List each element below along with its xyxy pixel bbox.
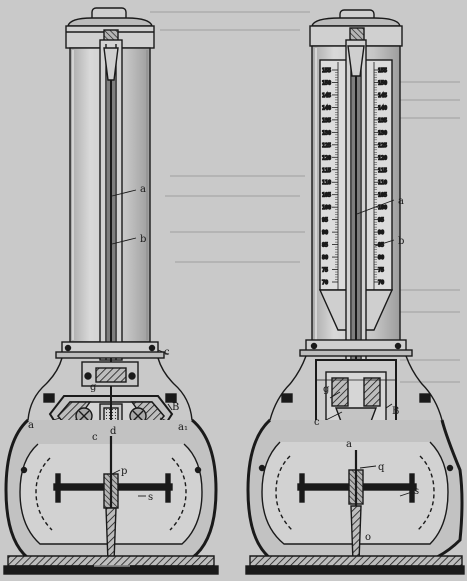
right-labels: a b c B g a q s o: [314, 196, 419, 543]
scale-tick-label-right: 140: [378, 105, 387, 111]
scale-tick-label-left: 70: [322, 280, 328, 286]
scale-ticks: 155 155 150 150 145 145 140 140 135 135 130 130 125 1…: [321, 67, 387, 286]
scale-tick-label-left: 105: [322, 193, 331, 199]
scale-tick-label-right: 85: [378, 243, 384, 249]
scale-tick-label-left: 80: [322, 255, 328, 261]
scale-tick-label-left: 120: [322, 155, 331, 161]
scale-tick-label-right: 95: [378, 218, 384, 224]
left-instrument: [3, 7, 219, 575]
scale-tick-label-left: 150: [322, 80, 331, 86]
scale-tick-label-right: 80: [378, 255, 384, 261]
left-label-d: d: [110, 426, 117, 437]
scale-tick-label-right: 100: [378, 205, 387, 211]
scale-tick-label-right: 130: [378, 130, 387, 136]
left-label-g: g: [90, 382, 97, 393]
left-label-p: p: [121, 466, 127, 477]
scale-tick-label-right: 155: [378, 68, 387, 74]
scale-tick-label-left: 85: [322, 243, 328, 249]
scale-tick-label-left: 100: [322, 205, 331, 211]
left-label-s: s: [148, 492, 153, 503]
paper-texture: [150, 11, 460, 383]
right-label-a: a: [398, 196, 404, 207]
scale-tick-label-right: 75: [378, 268, 384, 274]
scale-tick-label-left: 125: [322, 143, 331, 149]
scale-tick-label-left: 155: [322, 68, 331, 74]
left-label-B: B: [172, 402, 179, 413]
scale-tick-label-right: 120: [378, 155, 387, 161]
right-label-a-lower: a: [346, 439, 352, 450]
left-label-a-lower: a: [28, 420, 34, 431]
scale-tick-label-right: 110: [378, 180, 387, 186]
right-label-b: b: [398, 236, 404, 247]
left-labels: a b c g a B d c a₁ p s: [28, 184, 188, 503]
scale-tick-label-right: 90: [378, 230, 384, 236]
left-label-c-top: c: [164, 347, 170, 358]
left-label-b: b: [140, 234, 146, 245]
scale-tick-label-right: 70: [378, 280, 384, 286]
right-label-B: B: [392, 406, 399, 417]
left-label-c-lower: c: [92, 432, 98, 443]
scale-tick-label-left: 135: [322, 118, 331, 124]
scale-tick-label-right: 145: [378, 93, 387, 99]
right-label-c: c: [314, 417, 320, 428]
scale-tick-label-right: 125: [378, 143, 387, 149]
right-instrument: 155 155 150 150 145 145 140 140 135 135 130 130 125 1…: [245, 9, 465, 575]
scale-tick-label-right: 115: [378, 168, 387, 174]
right-label-s: s: [414, 486, 419, 497]
scale-tick-label-left: 90: [322, 230, 328, 236]
scale-tick-label-left: 145: [322, 93, 331, 99]
scale-tick-label-left: 95: [322, 218, 328, 224]
right-label-q: q: [378, 462, 385, 473]
scale-tick-label-right: 135: [378, 118, 387, 124]
scale-tick-label-left: 130: [322, 130, 331, 136]
left-label-a1: a₁: [178, 422, 188, 433]
scale-tick-label-left: 140: [322, 105, 331, 111]
right-label-g: g: [323, 384, 330, 395]
scale-tick-label-left: 115: [322, 168, 331, 174]
scale-tick-label-left: 110: [322, 180, 331, 186]
right-label-o: o: [365, 532, 371, 543]
left-label-a: a: [140, 184, 146, 195]
scale-tick-label-right: 150: [378, 80, 387, 86]
scale-tick-label-left: 75: [322, 268, 328, 274]
scale-tick-label-right: 105: [378, 193, 387, 199]
